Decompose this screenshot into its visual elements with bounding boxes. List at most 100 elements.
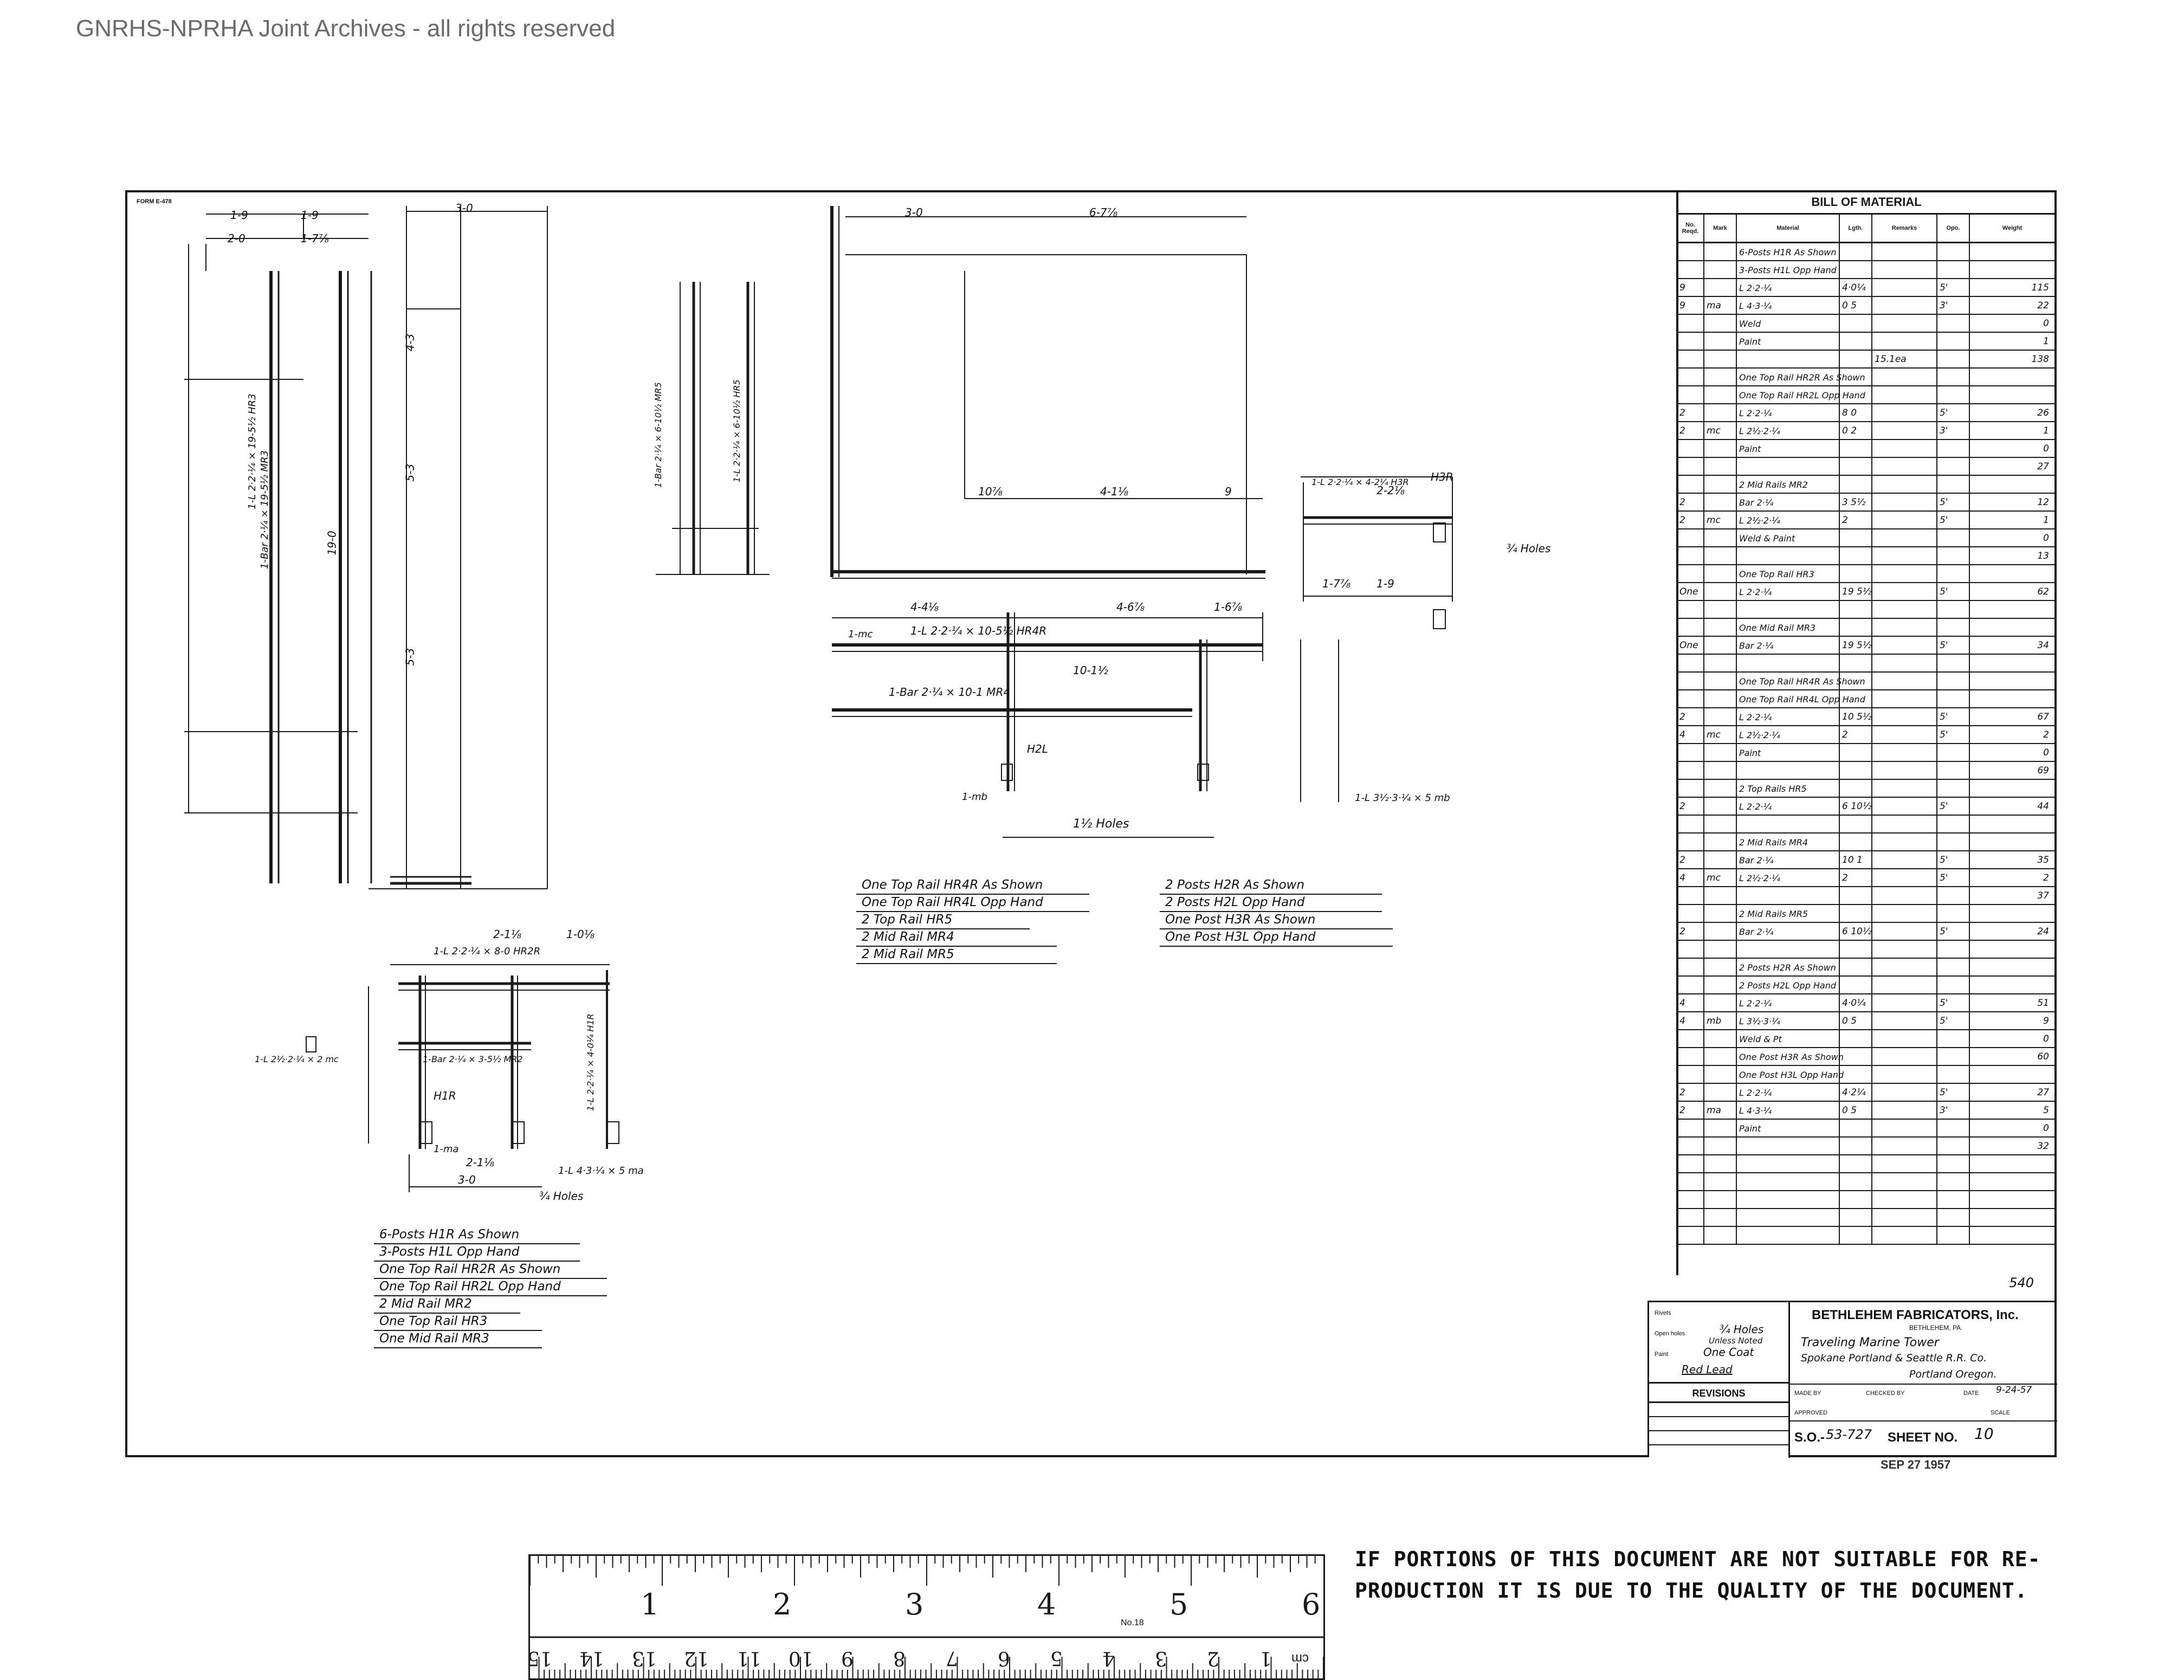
bom-cell-opo	[1937, 315, 1970, 333]
bom-cell-mark	[1704, 440, 1737, 458]
bom-cell-empty	[1840, 1191, 1872, 1208]
bom-cell-material: Paint	[1737, 1120, 1840, 1138]
bom-cell-remarks	[1872, 583, 1937, 601]
bom-cell-remarks	[1872, 315, 1937, 333]
bom-cell-weight: 2	[1970, 726, 2056, 744]
ruler-cm-label: 13	[631, 1647, 657, 1669]
bom-cell-no	[1677, 959, 1704, 977]
part-label-ma: 1-ma	[434, 1143, 459, 1155]
bom-cell-mark	[1704, 1138, 1737, 1155]
plan-detail	[306, 964, 619, 1192]
bom-cell-opo	[1937, 386, 1970, 404]
bom-cell-mark	[1704, 637, 1737, 655]
bom-cell-mark	[1704, 351, 1737, 369]
bom-cell-remarks	[1872, 798, 1937, 816]
bom-cell-material: L 4·3·¼	[1737, 297, 1840, 315]
note-line: 6-Posts H1R As Shown	[379, 1227, 520, 1242]
bom-cell-weight	[1970, 386, 2056, 404]
bom-cell-weight: 138	[1970, 351, 2056, 369]
dim-label: 3-0	[458, 1173, 476, 1186]
bom-cell-mark	[1704, 279, 1737, 297]
bom-cell-empty	[1937, 1227, 1970, 1244]
part-label-hr2: 1-L 2·2·¼ × 8-0 HR2R	[434, 946, 541, 957]
bom-cell-no: 2	[1677, 512, 1704, 529]
bom-cell-material: L 2·2·¼	[1737, 583, 1840, 601]
bom-cell-remarks	[1872, 1084, 1937, 1102]
dim-label: 5-3	[403, 463, 417, 482]
bom-column-header: No. Reqd.	[1677, 215, 1704, 242]
bom-title: BILL OF MATERIAL	[1677, 191, 2056, 215]
middle-elevation	[656, 206, 1339, 838]
bom-cell-weight	[1970, 369, 2056, 386]
bom-row: One Top Rail HR4L Opp Hand	[1677, 690, 2056, 708]
bom-cell-mark	[1704, 494, 1737, 512]
bom-cell-lgth	[1840, 1120, 1872, 1138]
ruler-cm-label: 5	[1050, 1647, 1063, 1669]
unless-noted: Unless Noted	[1709, 1336, 1763, 1346]
bom-cell-mark: mc	[1704, 512, 1737, 529]
dim-label: 4-1⅛	[1100, 485, 1129, 498]
bom-cell-no	[1677, 601, 1704, 618]
dim-label: 2-1⅛	[493, 928, 522, 941]
revisions-grid	[1649, 1403, 1790, 1458]
bom-cell-lgth	[1840, 547, 1872, 565]
bom-cell-opo: 5'	[1937, 404, 1970, 422]
bom-cell-weight: 1	[1970, 422, 2056, 440]
bom-cell-mark: ma	[1704, 1102, 1737, 1120]
dim-label: 4-6⅞	[1116, 600, 1145, 613]
bom-cell-remarks	[1872, 476, 1937, 494]
bom-cell-no	[1677, 673, 1704, 690]
bom-cell-lgth	[1840, 744, 1872, 762]
bom-cell-no: 9	[1677, 279, 1704, 297]
bom-cell-no	[1677, 1030, 1704, 1048]
part-label-post: 1-L 2·2·¼ × 4-0¼ H1R	[585, 1013, 596, 1111]
ruler-cm-label: 6	[998, 1647, 1010, 1669]
bom-cell-material: 2 Mid Rails MR2	[1737, 476, 1840, 494]
bom-cell-weight: 34	[1970, 637, 2056, 655]
title-divider-2	[1790, 1420, 2057, 1421]
ruler-cm-label: 11	[736, 1647, 761, 1669]
bom-cell-lgth: 19 5½	[1840, 583, 1872, 601]
bom-cell-remarks	[1872, 637, 1937, 655]
bom-cell-mark	[1704, 994, 1737, 1012]
note-line: One Post H3L Opp Hand	[1165, 930, 1316, 944]
bom-cell-weight	[1970, 816, 2056, 832]
note-line: 2 Mid Rail MR2	[379, 1297, 472, 1311]
bom-cell-lgth	[1840, 369, 1872, 386]
bom-cell-lgth: 2	[1840, 869, 1872, 887]
bom-cell-mark	[1704, 798, 1737, 816]
bom-row: One Top Rail HR2L Opp Hand	[1677, 386, 2056, 404]
note-line: 2 Top Rail HR5	[862, 913, 953, 927]
bom-cell-remarks	[1872, 404, 1937, 422]
bom-column-header: Mark	[1704, 215, 1737, 242]
bom-cell-weight	[1970, 655, 2056, 671]
bom-cell-no	[1677, 1048, 1704, 1066]
bom-row: 2 Mid Rails MR2	[1677, 476, 2056, 494]
bom-row: 13	[1677, 547, 2056, 565]
bom-cell-weight: 5	[1970, 1102, 2056, 1120]
bom-cell-empty	[1937, 1191, 1970, 1208]
bom-cell-remarks	[1872, 261, 1937, 279]
bom-cell-opo: 5'	[1937, 494, 1970, 512]
bom-cell-weight	[1970, 601, 2056, 618]
bom-cell-remarks	[1872, 887, 1937, 905]
bom-cell-material	[1737, 816, 1840, 832]
note-line: 2 Posts H2R As Shown	[1165, 878, 1305, 892]
checked-by-label: CHECKED BY	[1866, 1390, 1905, 1397]
dim-label: 19-0	[325, 531, 339, 555]
bom-cell-lgth	[1840, 261, 1872, 279]
bom-cell-remarks	[1872, 386, 1937, 404]
bom-cell-remarks	[1872, 565, 1937, 583]
bom-cell-remarks	[1872, 279, 1937, 297]
rivet-paint-box: Rivets Open holes ¾ Holes Unless Noted P…	[1649, 1302, 1790, 1384]
bom-cell-lgth: 0 5	[1840, 1102, 1872, 1120]
bom-cell-opo: 5'	[1937, 512, 1970, 529]
bom-row-empty	[1677, 1209, 2056, 1227]
bom-cell-no	[1677, 690, 1704, 708]
bom-cell-mark: mc	[1704, 422, 1737, 440]
